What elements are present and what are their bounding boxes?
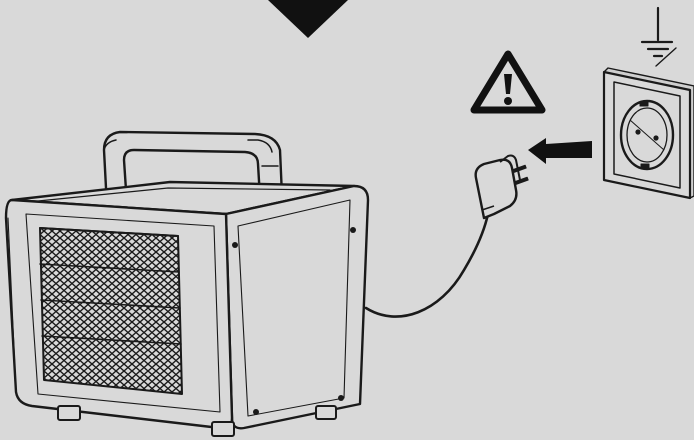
screw bbox=[253, 409, 259, 415]
foot bbox=[316, 406, 336, 419]
front-grille bbox=[40, 228, 182, 394]
screw bbox=[338, 395, 344, 401]
foot bbox=[58, 406, 80, 420]
foot bbox=[212, 422, 234, 436]
screw bbox=[232, 242, 238, 248]
wall-socket-icon bbox=[604, 68, 694, 198]
screw bbox=[350, 227, 356, 233]
